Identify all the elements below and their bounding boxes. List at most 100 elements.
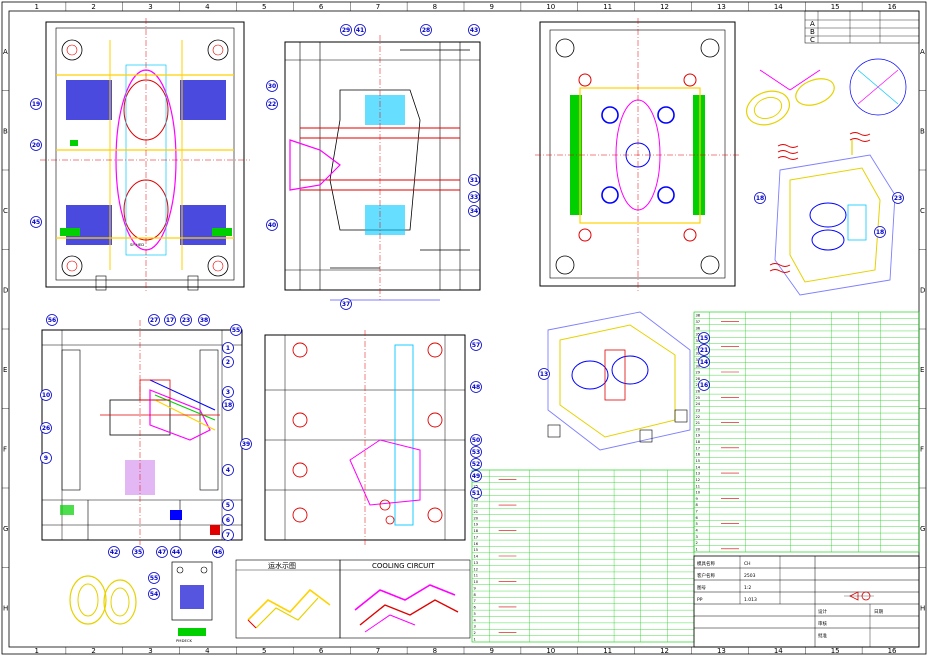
bom-row-index: 31 [696, 358, 701, 362]
grid-row-label: F [920, 445, 924, 453]
grid-column-label: 9 [489, 3, 493, 11]
balloon-label: 3 [226, 389, 230, 396]
balloon-label: 26 [42, 425, 50, 432]
projection-symbol-icon [844, 591, 874, 601]
tb-approve: 批准 [818, 632, 827, 639]
balloon-circle [170, 546, 182, 558]
balloon-circle [30, 216, 42, 228]
balloon-circle [538, 368, 550, 380]
grid-column-label: 10 [546, 647, 555, 655]
balloon-circle [30, 139, 42, 151]
balloon-label: 30 [268, 83, 276, 90]
balloon-circle [222, 399, 234, 411]
bom-row-index: 20 [474, 516, 479, 520]
balloon-circle [164, 314, 176, 326]
tb-value-1: 2503 [744, 573, 756, 579]
bom-row-index: 15 [474, 548, 479, 552]
balloon-label: 6 [226, 517, 230, 524]
grid-row-label: E [3, 366, 7, 374]
grid-column-label: 11 [603, 647, 612, 655]
tb-date: 日期 [874, 609, 883, 615]
bom-row-index: 18 [696, 440, 701, 444]
balloon-label: 31 [470, 177, 478, 184]
balloon-label: 49 [472, 473, 480, 480]
balloon-circle [108, 546, 120, 558]
balloon-label: 55 [232, 327, 240, 334]
grid-row-label: A [920, 48, 925, 56]
balloon-circle [266, 98, 278, 110]
balloon-circle [468, 191, 480, 203]
balloon-label: 21 [700, 347, 708, 354]
view-front-plate [40, 18, 250, 292]
grid-row-label: H [920, 604, 925, 612]
balloon-label: 41 [356, 27, 364, 34]
bom-row-index: 11 [696, 484, 701, 488]
balloon-label: 22 [268, 101, 276, 108]
bom-row-index: 3 [696, 535, 698, 539]
part-rings [69, 575, 137, 625]
balloon-circle [222, 464, 234, 476]
balloon-label: 14 [700, 359, 708, 366]
grid-column-label: 10 [546, 3, 555, 11]
bom-row-index: 38 [696, 314, 701, 318]
grid-row-label: B [3, 127, 8, 135]
balloon-label: 42 [110, 549, 118, 556]
tb-design: 设计 [818, 608, 827, 615]
bom-row-index: 2 [474, 631, 476, 635]
bom-row-index: 3 [474, 625, 476, 629]
balloon-circle [222, 529, 234, 541]
grid-column-label: 13 [717, 3, 726, 11]
bom-row-index: 5 [474, 612, 476, 616]
grid-column-label: 11 [603, 3, 612, 11]
balloon-label: 53 [472, 449, 480, 456]
balloon-label: 18 [876, 229, 884, 236]
rev-row-a: A [810, 20, 815, 28]
balloon-label: 52 [472, 461, 480, 468]
grid-column-label: 1 [34, 647, 38, 655]
balloon-circle [222, 356, 234, 368]
bom-row-index: 34 [696, 339, 701, 343]
bom-row-index: 12 [696, 478, 701, 482]
balloon-circle [354, 24, 366, 36]
bom-row-index: 5 [696, 522, 698, 526]
balloon-circle [340, 298, 352, 310]
balloon-label: 57 [472, 342, 480, 349]
balloon-label: 27 [150, 317, 158, 324]
grid-row-label: C [3, 207, 8, 215]
cooling-panel-right: COOLING CIRCUIT [339, 559, 471, 639]
balloon-label: 16 [700, 382, 708, 389]
grid-column-label: 6 [319, 647, 324, 655]
grid-column-label: 15 [831, 3, 840, 11]
title-block: 模具名称 CH 客户名称 2503 图号 1:2 PP 1.013 设计 审核 … [693, 555, 920, 648]
grid-row-label: D [3, 286, 8, 294]
balloon-label: 17 [166, 317, 174, 324]
tb-value-2: 1:2 [744, 585, 751, 591]
grid-column-label: 2 [91, 3, 95, 11]
bom-row-index: 23 [474, 497, 479, 501]
balloon-label: 54 [150, 591, 158, 598]
balloon-circle [874, 226, 886, 238]
balloon-label: 2 [226, 359, 230, 366]
bom-row-index: 29 [696, 371, 701, 375]
bom-row-index: 36 [696, 326, 701, 330]
balloon-circle [470, 446, 482, 458]
balloon-label: 46 [214, 549, 222, 556]
bom-row-index: 2 [696, 541, 698, 545]
grid-column-label: 16 [888, 647, 897, 655]
grid-row-label: G [3, 525, 8, 533]
balloon-label: 13 [540, 371, 548, 378]
balloon-label: 4 [226, 467, 230, 474]
balloon-label: 33 [470, 194, 478, 201]
balloon-label: 18 [756, 195, 764, 202]
balloon-label: 35 [134, 549, 142, 556]
bom-row-index: 17 [696, 446, 701, 450]
balloon-label: 48 [472, 384, 480, 391]
bottom-logo: PMDECK [176, 638, 193, 643]
balloon-circle [30, 98, 42, 110]
bom-row-index: 27 [696, 383, 701, 387]
bom-row-index: 32 [696, 352, 701, 356]
bom-row-index: 14 [474, 555, 479, 559]
balloon-label: 10 [42, 392, 50, 399]
balloon-circle [470, 487, 482, 499]
